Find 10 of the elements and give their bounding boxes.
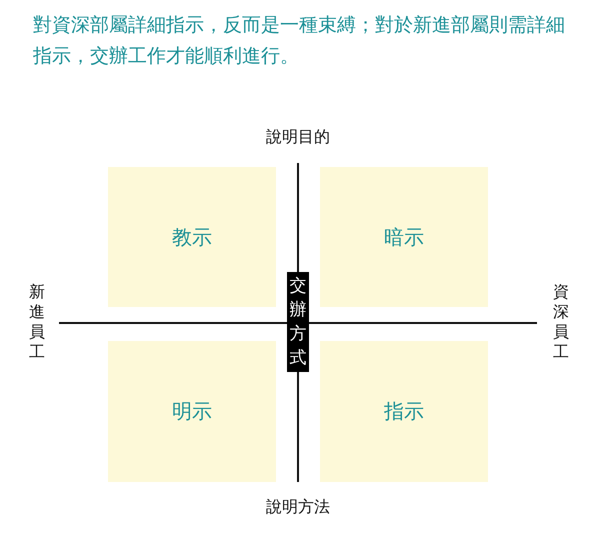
quadrant-box: 暗示 (320, 167, 488, 307)
axis-label: 說明方法 (265, 497, 331, 518)
quadrant-box: 教示 (108, 167, 276, 307)
axis-label-box: 交辦方式 (287, 272, 309, 372)
axis-label: 說明目的 (265, 127, 331, 148)
quadrant-box: 指示 (320, 341, 488, 482)
quadrant-box: 明示 (108, 341, 276, 482)
axis-label: 資深員工 (552, 282, 570, 362)
axis-label: 新進員工 (28, 282, 46, 362)
title: 對資深部屬詳細指示，反而是一種束縛；對於新進部屬則需詳細指示，交辦工作才能順利進行。 (33, 13, 566, 69)
